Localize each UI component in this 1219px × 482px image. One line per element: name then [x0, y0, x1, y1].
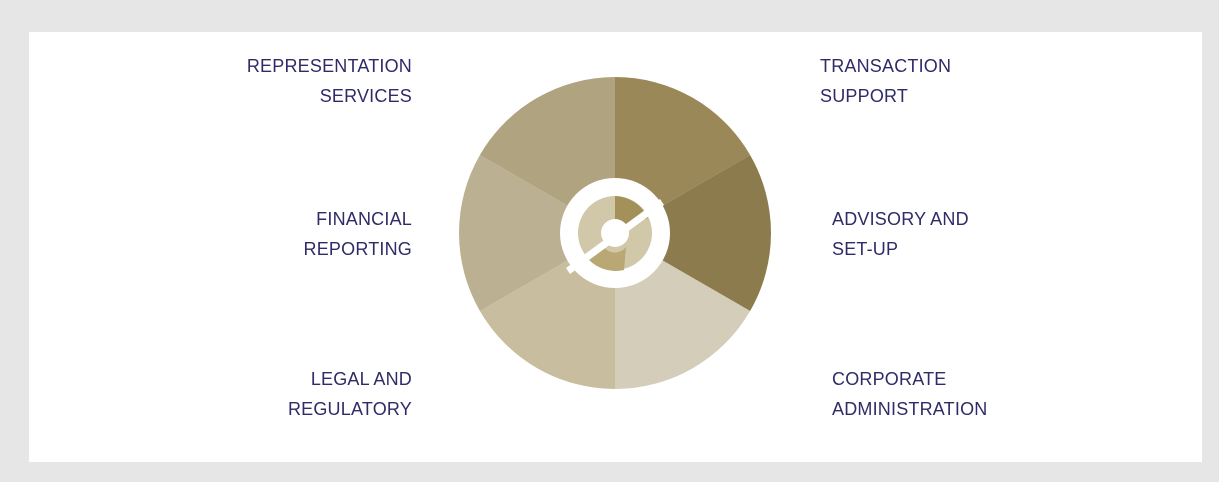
label-legal-regulatory: LEGAL AND REGULATORY [287, 369, 412, 419]
label-financial-reporting: FINANCIAL REPORTING [303, 209, 412, 259]
label-corporate-administration: CORPORATE ADMINISTRATION [832, 369, 988, 419]
label-advisory-setup: ADVISORY AND SET-UP [832, 209, 969, 259]
segment-financial-reporting [459, 155, 615, 311]
segment-advisory-setup [615, 155, 771, 311]
label-transaction-support: TRANSACTION SUPPORT [820, 56, 952, 106]
label-representation-services: REPRESENTATION SERVICES [246, 56, 412, 106]
company-logo-icon [566, 196, 664, 274]
